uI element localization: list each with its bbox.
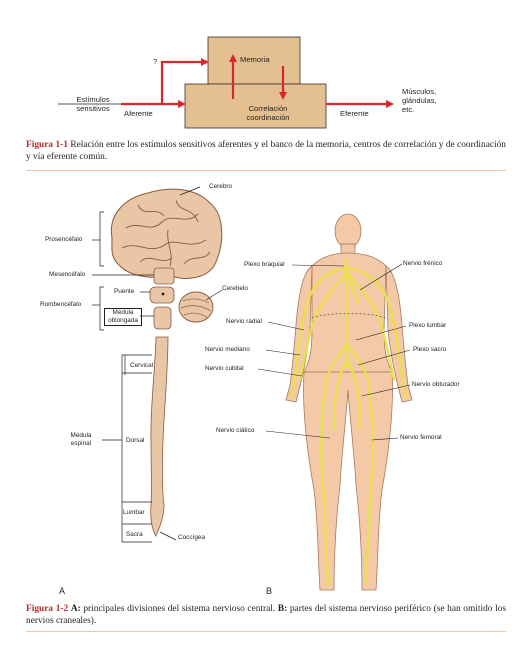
nerve-network [288,258,409,586]
correlation-box [184,83,327,129]
memory-label: Memoria [240,55,270,64]
panel-b-letter: B [266,586,273,596]
caption-a-text: principales divisiones del sistema nervi… [80,604,278,614]
panel-b-leaders [257,263,411,441]
arrowhead-afferent [178,100,186,108]
input-line-1: Estímulos [76,95,110,104]
figure-1-1-caption-label: Figura 1-1 [26,140,68,150]
output-label: Músculos, glándulas, etc. [402,87,437,114]
label-medula-oblongada-2: oblongada [108,317,138,324]
label-puente: Puente [114,288,135,295]
label-medula-espinal-1: Médula [70,432,92,439]
caption-a-label: A: [70,604,81,614]
label-medula-espinal-2: espinal [70,440,92,447]
label-plexo-braquial: Plexo braquial [244,261,285,268]
figure-1-2-caption-label: Figura 1-2 [26,604,69,614]
arrowhead-to-memory [201,58,209,66]
midbrain-illustration [153,267,175,285]
label-cerebro: Cerebro [209,183,233,190]
brain-illustration [110,188,223,279]
nervous-dotted-outline [311,313,387,319]
memory-box [207,36,301,85]
label-cervical: Cervical [130,362,154,369]
figure-1-1-caption-text: Relación entre los estímulos sensitivos … [26,140,506,162]
label-mesencefalo: Mesencéfalo [49,271,86,278]
label-rombencefalo: Rombencéfalo [40,301,82,308]
input-label: Estímulos sensitivos [67,95,119,113]
label-nervio-cubital: Nervio cubital [205,365,244,372]
figure-1-2-caption: Figura 1-2 A: principales divisiones del… [26,603,506,627]
label-plexo-sacro: Plexo sacro [413,346,447,353]
correlation-line-1: Correlación [248,104,288,113]
panel-a-brackets [92,186,223,543]
label-medula-oblongada: Médula oblongada [104,308,142,326]
caption-divider-1 [26,170,506,172]
input-line-2: sensitivos [76,104,110,113]
label-plexo-lumbar: Plexo lumbar [409,322,447,329]
efferent-label: Eferente [340,109,369,118]
question-mark: ? [153,57,158,66]
label-dorsal: Dorsal [126,437,145,444]
label-nervio-obturador: Nervio obturador [412,381,460,388]
label-nervio-femoral: Nervio femoral [400,434,442,441]
label-lumbar: Lumbar [123,509,145,516]
label-nervio-radial: Nervio radial [226,318,262,325]
pons-dot [161,292,165,296]
caption-divider-2 [26,631,506,633]
label-medula-oblongada-1: Médula [112,309,134,316]
output-line-3: etc. [402,105,415,114]
afferent-label: Aferente [124,109,153,118]
caption-b-text: partes del sistema nervioso periférico (… [26,604,507,626]
label-coccigea: Coccígea [178,534,205,541]
label-medula-espinal: Médula espinal [64,432,98,448]
spinal-cord-illustration [150,336,169,537]
label-nervio-ciatico: Nervio ciático [216,427,255,434]
memory-feedback-arrow [160,60,203,104]
label-cerebelo: Cerebelo [222,285,248,292]
label-prosencefalo: Prosencéfalo [45,236,83,243]
figure-1-1-caption: Figura 1-1 Relación entre los estímulos … [26,139,506,163]
arrowhead-up [229,54,237,62]
label-nervio-frenico: Nervio frénico [403,260,443,267]
output-line-2: glándulas, [402,96,437,105]
figure-1-1-diagram [58,36,394,129]
body-silhouette [285,213,413,591]
arrowhead-down [279,92,287,100]
cerebellum-illustration [178,291,214,323]
arrowhead-efferent [386,100,394,108]
label-nervio-mediano: Nervio mediano [205,346,250,353]
correlation-line-2: coordinación [246,113,290,122]
medulla-oblongata-illustration [153,306,172,330]
caption-b-label: B: [277,604,288,614]
pons-illustration [149,286,175,304]
output-line-1: Músculos, [402,87,437,96]
panel-a-letter: A [59,586,66,596]
label-sacra: Sacra [126,531,143,538]
correlation-label: Correlación coordinación [233,104,303,122]
